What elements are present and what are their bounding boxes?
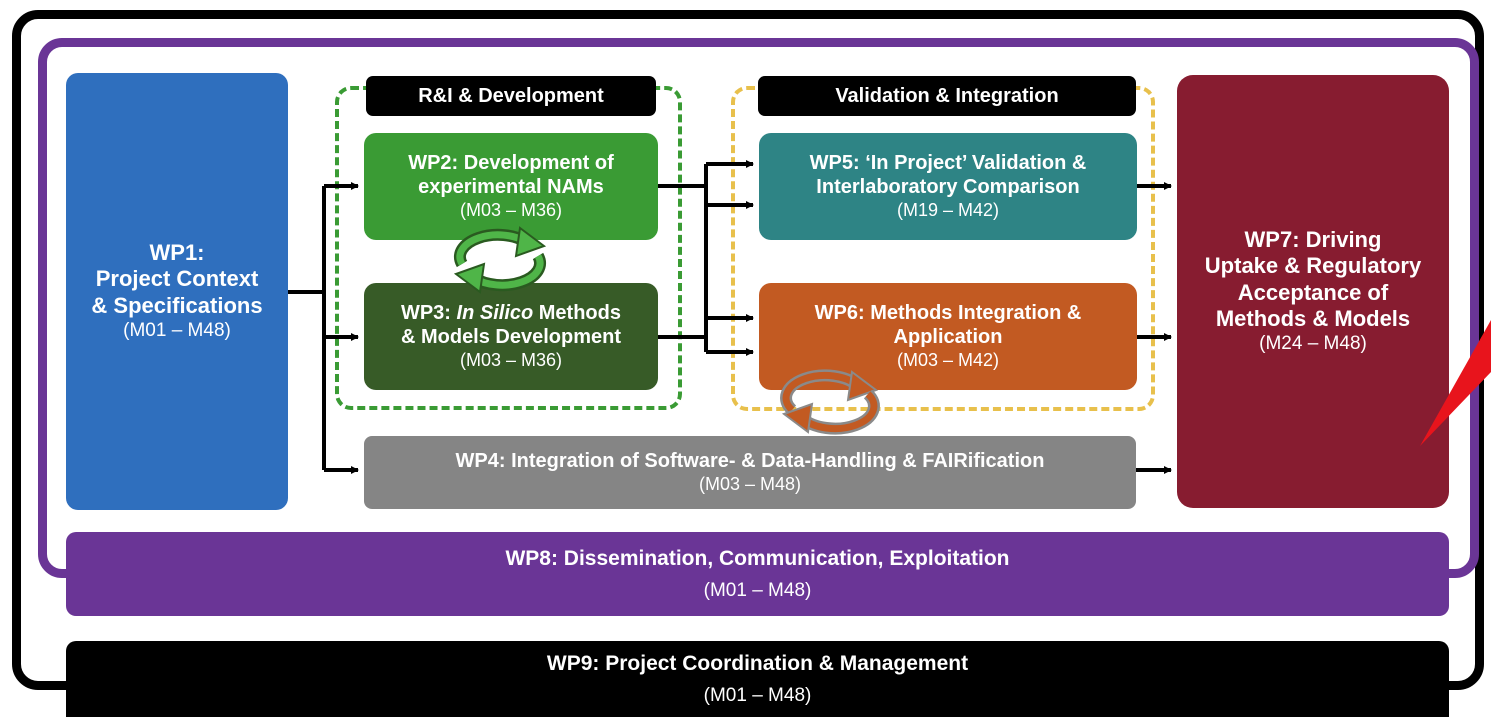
- wp2-title-line1: WP2: Development of: [408, 152, 614, 175]
- wp6-title: WP6: Methods Integration & Application: [815, 301, 1082, 349]
- wp3-title-suffix: Methods: [533, 302, 621, 325]
- wp3-title-prefix: WP3:: [400, 302, 457, 325]
- wp7-title-line1: WP7: Driving: [1244, 226, 1382, 252]
- wp3-title-line2: & Models Development: [400, 326, 622, 349]
- wp7-box: WP7: Driving Uptake & Regulatory Accepta…: [1177, 75, 1449, 508]
- wp2-box: WP2: Development of experimental NAMs (M…: [364, 133, 658, 240]
- wp7-title-line4: Methods & Models: [1215, 306, 1411, 332]
- wp1-title: WP1: Project Context & Specifications: [91, 240, 262, 319]
- wp9-period: (M01 – M48): [703, 684, 812, 706]
- red-pointer-icon: [1420, 320, 1491, 446]
- wp1-box: WP1: Project Context & Specifications (M…: [66, 73, 288, 510]
- wp3-box: WP3: In Silico Methods & Models Developm…: [364, 283, 658, 390]
- wp2-title-line2: experimental NAMs: [418, 176, 604, 199]
- wp5-box: WP5: ‘In Project’ Validation & Interlabo…: [759, 133, 1137, 240]
- wp1-title-line3: & Specifications: [91, 292, 263, 318]
- wp3-title-line1: WP3: In Silico Methods: [401, 301, 621, 325]
- wp1-title-line2: Project Context: [95, 266, 259, 292]
- wp8-box: WP8: Dissemination, Communication, Explo…: [66, 532, 1449, 616]
- wp5-period: (M19 – M42): [896, 200, 1000, 221]
- wp9-box: WP9: Project Coordination & Management (…: [66, 641, 1449, 717]
- vi-header: Validation & Integration: [758, 76, 1136, 116]
- wp7-title: WP7: Driving Uptake & Regulatory Accepta…: [1205, 227, 1421, 333]
- wp4-period: (M03 – M48): [698, 474, 802, 495]
- wp6-title-line1: WP6: Methods Integration &: [814, 302, 1082, 325]
- cycle-arrows-green-icon: [453, 226, 547, 294]
- wp8-title: WP8: Dissemination, Communication, Explo…: [505, 546, 1010, 570]
- wp7-title-line2: Uptake & Regulatory: [1204, 253, 1422, 279]
- rd-header-label: R&I & Development: [418, 84, 604, 107]
- rd-header: R&I & Development: [366, 76, 656, 116]
- wp6-title-line2: Application: [893, 326, 1003, 349]
- wp1-title-line1: WP1:: [149, 240, 205, 266]
- wp7-title-line3: Acceptance of: [1237, 279, 1389, 305]
- wp5-title-line1: WP5: ‘In Project’ Validation &: [809, 152, 1087, 175]
- wp3-title: WP3: In Silico Methods & Models Developm…: [401, 301, 621, 349]
- wp8-period: (M01 – M48): [703, 579, 812, 601]
- wp2-title: WP2: Development of experimental NAMs: [408, 151, 614, 199]
- wp5-title-line2: Interlaboratory Comparison: [816, 176, 1080, 199]
- wp4-title: WP4: Integration of Software- & Data-Han…: [455, 450, 1045, 473]
- wp9-title: WP9: Project Coordination & Management: [546, 651, 969, 675]
- connector-arrows: [288, 160, 1172, 474]
- wp7-period: (M24 – M48): [1259, 333, 1367, 355]
- wp6-period: (M03 – M42): [896, 350, 1000, 371]
- cycle-arrows-orange-icon: [780, 369, 880, 435]
- wp2-period: (M03 – M36): [459, 200, 563, 221]
- wp5-title: WP5: ‘In Project’ Validation & Interlabo…: [810, 151, 1087, 199]
- wp4-box: WP4: Integration of Software- & Data-Han…: [364, 436, 1136, 509]
- wp3-title-italic: In Silico: [456, 302, 534, 325]
- wp1-period: (M01 – M48): [123, 320, 231, 342]
- vi-header-label: Validation & Integration: [835, 84, 1059, 107]
- wp3-period: (M03 – M36): [459, 350, 563, 371]
